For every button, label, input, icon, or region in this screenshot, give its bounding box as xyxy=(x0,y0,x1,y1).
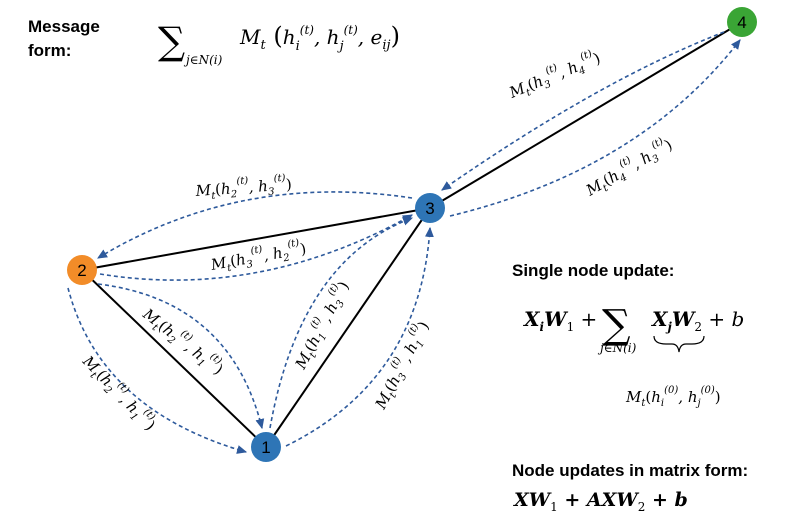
node-4-label: 4 xyxy=(737,13,746,32)
node-3: 3 xyxy=(415,193,445,223)
message-form-block: Message form: ∑ j∈N(i) Mt (hi(t), hj(t),… xyxy=(28,17,400,67)
matrix-update-title: Node updates in matrix form: xyxy=(512,461,748,480)
edge-1-3 xyxy=(265,207,431,448)
node-1-circle xyxy=(251,432,281,462)
node-4: 4 xyxy=(727,7,757,37)
arrow-2-to-1-outer xyxy=(67,287,248,454)
edge-3-4 xyxy=(429,21,743,209)
arrow-3-to-1-outer xyxy=(285,226,434,447)
arrow-3-to-4 xyxy=(449,39,741,217)
single-update-block: Single node update: XiW1 + ∑ j∈N(i) XjW2… xyxy=(512,261,744,409)
graph-nodes: 1 2 3 4 xyxy=(67,7,757,462)
single-update-rhs: XjW2 + b xyxy=(650,307,744,334)
node-1: 1 xyxy=(251,432,281,462)
node-3-circle xyxy=(415,193,445,223)
message-arrows xyxy=(67,31,741,454)
label-m13-inner: Mt(h1(t), h3(t)) xyxy=(289,277,356,374)
label-m34: Mt(h4(t), h3(t)) xyxy=(581,133,677,202)
label-m23-top: Mt(h2(t), h3(t)) xyxy=(194,172,293,203)
brace-label: Mt(hi(0), hj(0)) xyxy=(625,385,721,409)
arrow-3-to-2-top xyxy=(97,191,413,259)
node-2: 2 xyxy=(67,255,97,285)
single-update-sum-symbol: ∑ xyxy=(602,302,631,348)
node-2-label: 2 xyxy=(77,261,86,280)
label-m32: Mt(h3(t), h2(t)) xyxy=(208,237,308,278)
underbrace xyxy=(653,335,705,353)
node-1-label: 1 xyxy=(261,438,270,457)
message-form-expression: Mt (hi(t), hj(t), eij) xyxy=(239,22,400,54)
arrow-4-to-3 xyxy=(441,31,725,191)
label-m21-inner: Mt(h2(t), h1(t)) xyxy=(137,302,229,381)
message-form-sum-symbol: ∑ xyxy=(158,19,185,63)
message-form-label-line1: Message xyxy=(28,17,100,36)
node-2-circle xyxy=(67,255,97,285)
message-form-sum-subscript: j∈N(i) xyxy=(183,53,223,67)
message-labels: Mt(h3(t), h4(t)) Mt(h4(t), h3(t)) Mt(h2(… xyxy=(76,46,677,436)
arrow-2-to-1-inner xyxy=(97,283,265,430)
single-update-title: Single node update: xyxy=(512,261,674,280)
arrow-2-to-3 xyxy=(99,214,413,281)
node-3-label: 3 xyxy=(425,199,434,218)
label-m31: Mt(h3(t), h1(t)) xyxy=(369,317,436,414)
label-m21-outer: Mt(h2(t), h1(t)) xyxy=(76,349,161,436)
single-update-lhs: XiW1 + xyxy=(522,307,597,334)
matrix-update-block: Node updates in matrix form: XW1 + AXW2 … xyxy=(512,461,748,514)
message-form-label-line2: form: xyxy=(28,41,71,60)
matrix-update-formula: XW1 + AXW2 + b xyxy=(513,489,688,514)
node-4-circle xyxy=(727,7,757,37)
edge-2-1 xyxy=(81,269,267,448)
graph-edges xyxy=(81,21,743,448)
edge-2-3 xyxy=(81,207,431,271)
single-update-sum-subscript: j∈N(i) xyxy=(597,341,637,355)
